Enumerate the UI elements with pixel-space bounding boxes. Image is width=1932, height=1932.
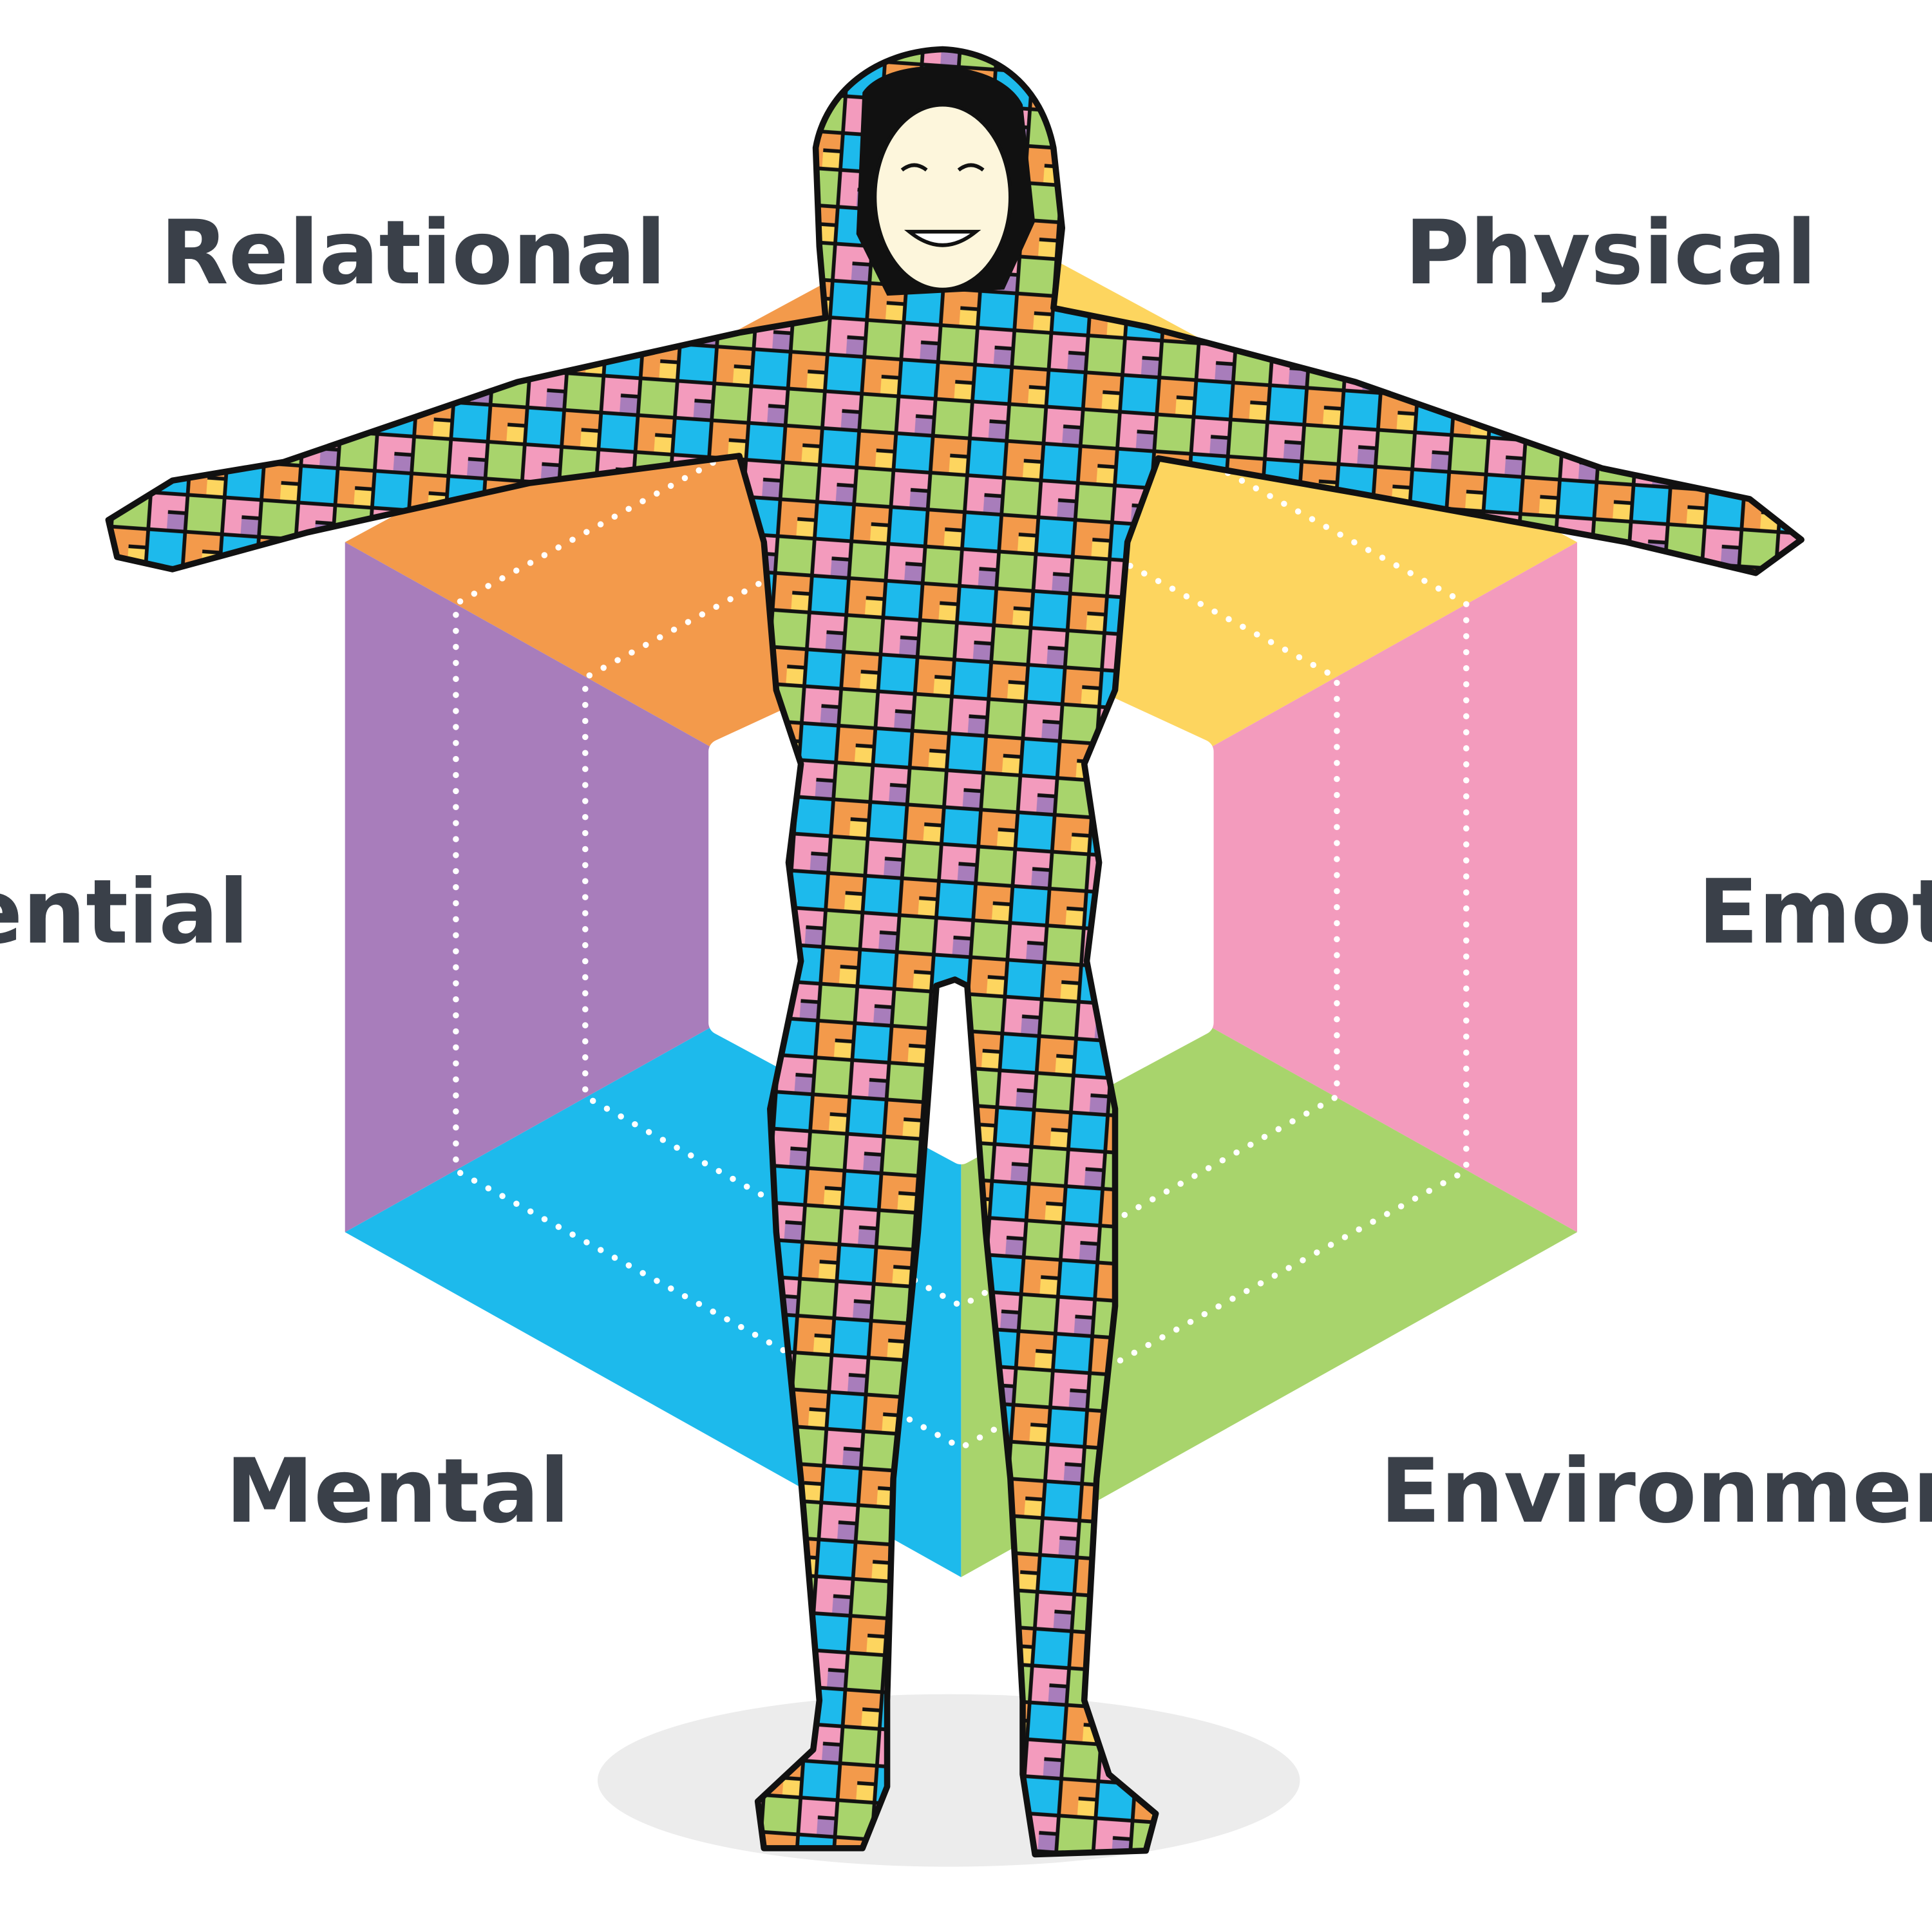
label-existential: Existential — [0, 861, 249, 964]
label-mental: Mental — [225, 1440, 570, 1543]
face-smile — [904, 229, 981, 247]
ground-shadow — [597, 1694, 1300, 1867]
face — [873, 102, 1012, 292]
face-eyes — [900, 163, 985, 172]
outer-dotted-ring — [453, 323, 1470, 1451]
segment-emotional — [961, 542, 1577, 1233]
label-physical: Physical — [1405, 202, 1817, 305]
body-silhouette — [105, 46, 1804, 1858]
segment-existential — [345, 542, 961, 1233]
patchwork-figure — [105, 46, 1804, 1858]
label-emotional: Emotional — [1698, 861, 1932, 964]
label-relational: Relational — [160, 202, 667, 305]
label-environmental: Environmental — [1380, 1440, 1932, 1543]
